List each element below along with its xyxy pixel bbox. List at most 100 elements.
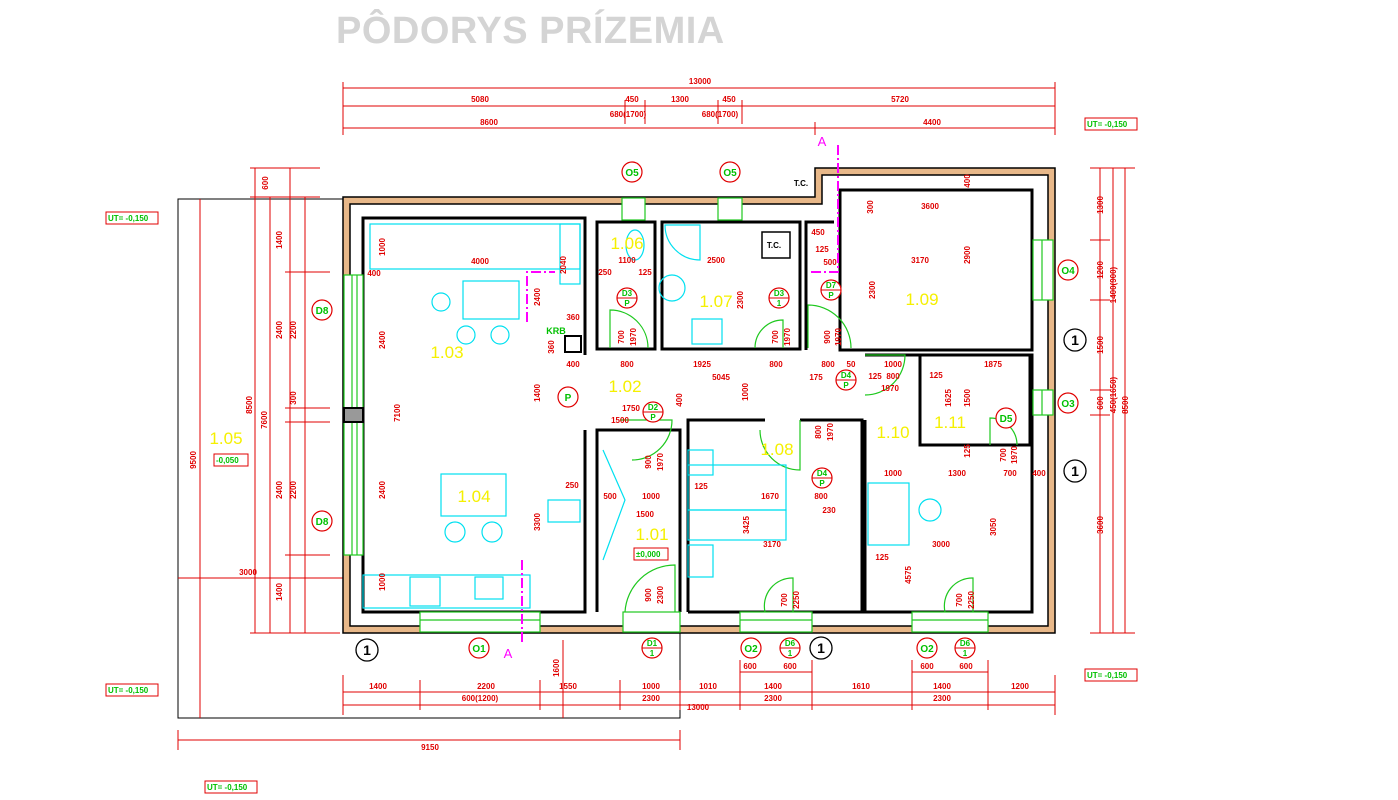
dimension-label: 9150 [421,743,439,752]
dimension-label: 1400 [369,682,387,691]
room-number: 1.10 [876,423,909,442]
dimension-label: 1970 [834,328,843,346]
dimension-label: 8600 [480,118,498,127]
dimension-label: 600 [261,176,270,190]
marker-label: D1 [647,639,658,648]
dimension-label: 1970 [881,384,899,393]
door-swings [609,304,1018,613]
marker-label: D4 [841,371,852,380]
marker-sub-label: P [843,381,849,390]
dimension-label: 125 [815,245,829,254]
dimension-label: 250 [565,481,579,490]
marker-label: O4 [1061,266,1075,277]
dimension-label: 3000 [932,540,950,549]
dimension-label: 2900 [963,246,972,264]
dimension-label: 1000 [642,492,660,501]
dimension-label: 3425 [742,516,751,534]
opening-marker [468,637,490,659]
marker-sub-label: P [828,291,834,300]
opening-marker [1057,259,1079,281]
section-cut-label: A [818,134,827,149]
room-number: 1.04 [457,487,490,506]
room-number: 1.03 [430,343,463,362]
level-box [204,780,258,794]
dimension-label: 700 [1003,469,1017,478]
dimension-label: 3300 [533,513,542,531]
level-label: UT= -0,150 [207,783,248,792]
dimension-label: 300 [289,391,298,405]
dimension-label: 2400 [533,288,542,306]
marker-label: O2 [920,644,934,655]
room-number: 1.09 [905,290,938,309]
dimension-label: 2300 [656,586,665,604]
dimension-label: 1625 [944,389,953,407]
level-label: -0,050 [216,456,239,465]
marker-label: D2 [648,403,659,412]
dimension-label: 13000 [689,77,712,86]
dimension-label: 2400 [275,321,284,339]
dimension-label: 8500 [1121,396,1130,414]
marker-label: O1 [472,644,486,655]
section-cut-label: A [504,646,513,661]
dimension-label: 800 [620,360,634,369]
dimension-label: 7600 [260,411,269,429]
section-line-a [521,145,839,645]
opening-marker [621,161,643,183]
opening-marker [740,637,762,659]
section-detail-circle [1063,328,1087,352]
dimension-label: 600 [743,662,757,671]
dimension-label: 2250 [792,591,801,609]
dimension-label: 1400 [275,231,284,249]
opening-marker [719,161,741,183]
dimension-label: 400 [566,360,580,369]
marker-label: D8 [316,306,329,317]
dimension-label: 700 [955,593,964,607]
room-number: 1.07 [699,292,732,311]
level-label: UT= -0,150 [1087,671,1128,680]
marker-label: O5 [625,168,639,179]
dimension-label: 2200 [289,481,298,499]
dimension-label: 7100 [393,404,402,422]
dimension-label: 2250 [967,591,976,609]
dimension-label: 1300 [1096,196,1105,214]
dimension-label: 400 [367,269,381,278]
dimension-label: 1670 [761,492,779,501]
dimension-label: 400 [675,393,684,407]
dimension-label: 1010 [699,682,717,691]
dimension-label: 1000 [378,573,387,591]
level-box [105,211,159,225]
dimension-label: 800 [886,372,900,381]
opening-marker [995,407,1017,429]
section-detail-number: 1 [817,640,825,656]
tc-label: T.C. [794,179,808,188]
level-box [1084,117,1138,131]
dimension-label: 900 [823,330,832,344]
marker-label: O5 [723,168,737,179]
dimension-label: 900 [644,455,653,469]
dimension-label: 2300 [933,694,951,703]
level-label: UT= -0,150 [108,214,149,223]
section-detail-number: 1 [363,642,371,658]
dimension-label: 1970 [656,453,665,471]
dimension-label: 125 [963,444,972,458]
room-number: 1.08 [760,440,793,459]
dimension-label: 700 [771,330,780,344]
dimension-label: 500 [603,492,617,501]
opening-marker [557,386,579,408]
dimension-label: 600 [783,662,797,671]
dimension-label: 800 [814,425,823,439]
windows [343,197,1054,633]
tc-label: T.C. [767,241,781,250]
dimension-label: 1300 [948,469,966,478]
fireplace [564,335,582,353]
marker-label: D6 [785,639,796,648]
marker-sub-label: P [624,299,630,308]
dimension-label: 2300 [736,291,745,309]
level-label: UT= -0,150 [108,686,149,695]
dimension-label: 700 [999,448,1008,462]
fireplace-label: KRB [546,326,566,336]
dimension-label: 2300 [868,281,877,299]
marker-label: P [565,393,572,404]
dimension-label: 1750 [622,404,640,413]
